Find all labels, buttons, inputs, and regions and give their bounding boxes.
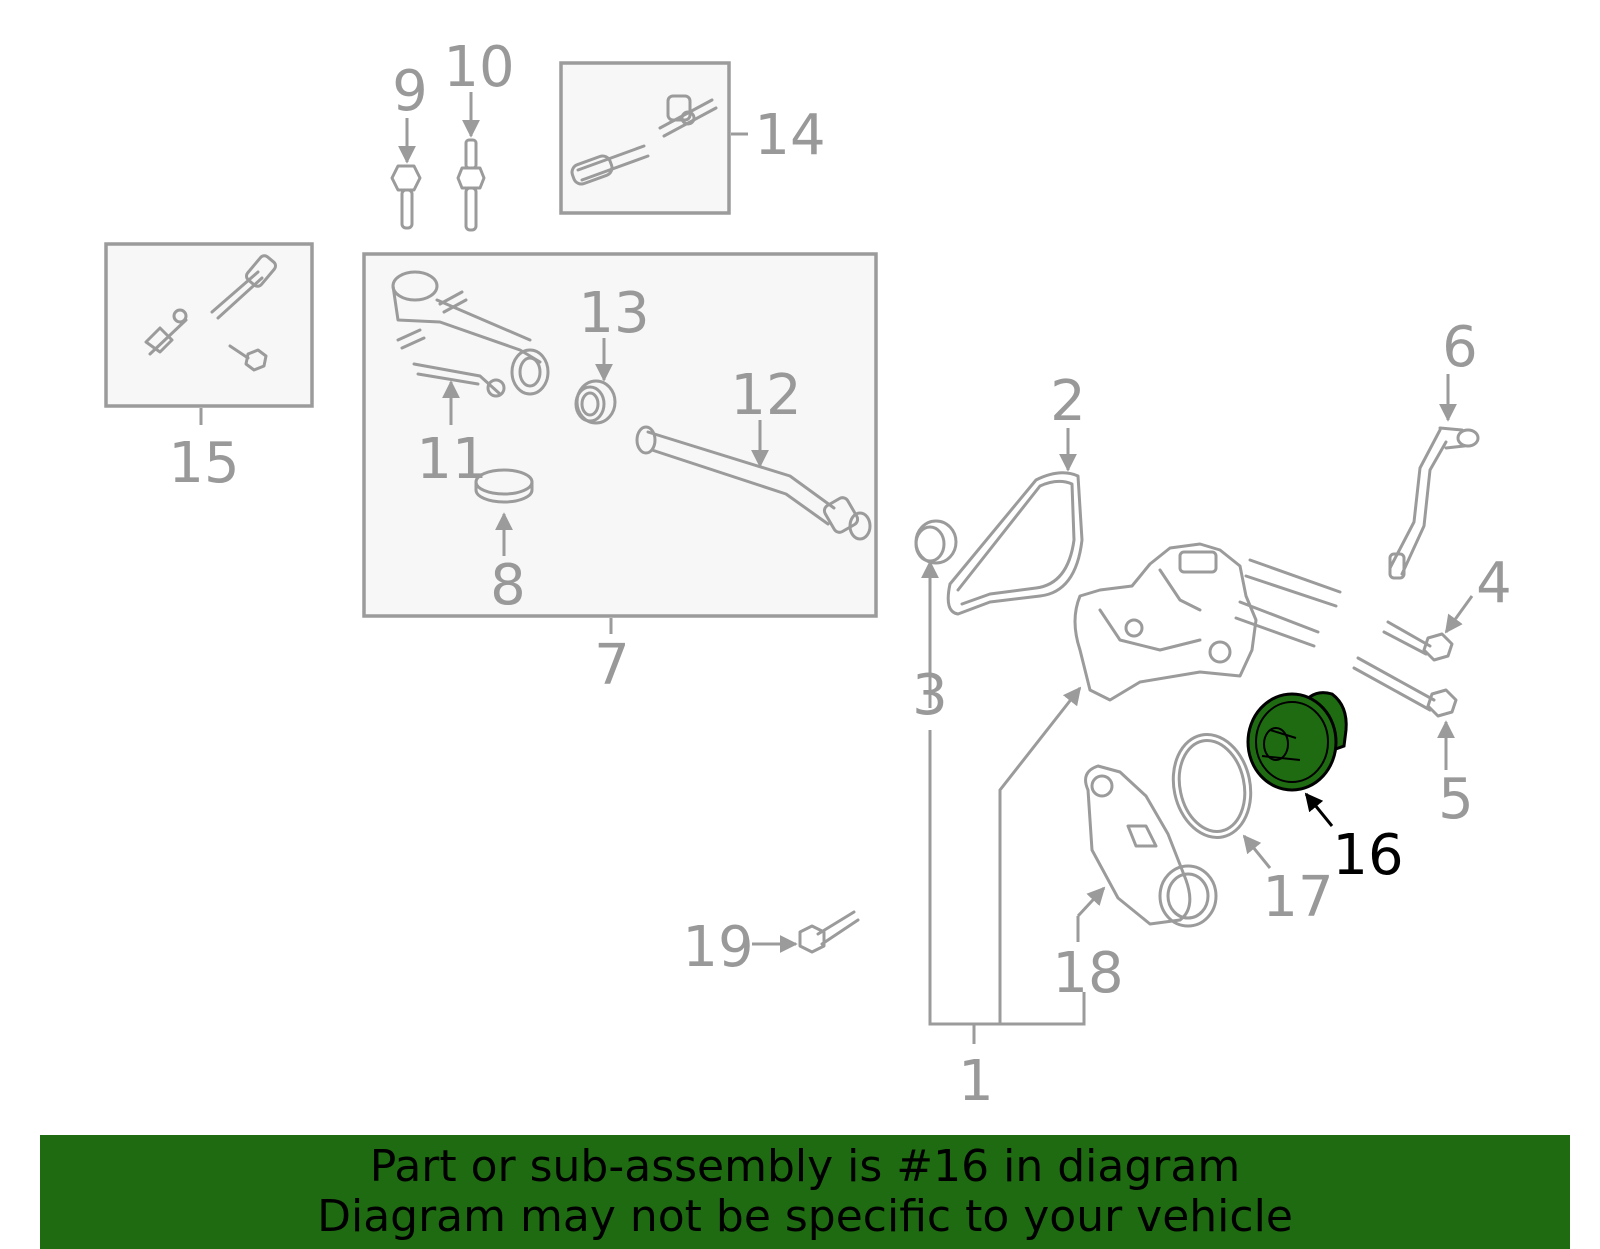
callout-12: 12 (730, 363, 801, 428)
callout-1: 1 (958, 1049, 994, 1114)
part-12-tube (635, 425, 872, 541)
part-1-thermostat-housing (1073, 542, 1342, 702)
part-4-bolt (1382, 620, 1454, 662)
group-box-14 (559, 61, 731, 215)
part-11-outlet-pipe (391, 270, 550, 398)
group-box-15 (104, 242, 314, 408)
callout-15: 15 (168, 431, 239, 496)
callout-6: 6 (1442, 315, 1478, 380)
leader-4 (1444, 595, 1474, 634)
part-15-hardware (144, 254, 277, 372)
callout-9: 9 (392, 59, 428, 124)
callout-5: 5 (1438, 767, 1474, 832)
part-9-bolt (390, 164, 422, 230)
callout-2: 2 (1050, 369, 1086, 434)
part-8-seal (474, 468, 534, 504)
part-14-hardware (570, 94, 718, 186)
leader-16 (1304, 792, 1334, 827)
part-19-bolt (798, 910, 860, 954)
callout-18: 18 (1052, 941, 1123, 1006)
part-18-water-outlet (1084, 764, 1218, 928)
part-3-seal (914, 519, 958, 565)
callout-17: 17 (1262, 865, 1333, 930)
callout-13: 13 (578, 281, 649, 346)
banner-line-1: Part or sub-assembly is #16 in diagram (369, 1141, 1241, 1192)
part-17-o-ring (1171, 733, 1253, 839)
leader-1 (921, 560, 1086, 1044)
banner-line-2: Diagram may not be specific to your vehi… (317, 1191, 1293, 1242)
callout-7: 7 (594, 633, 630, 698)
part-2-gasket (946, 471, 1084, 616)
part-6-hose (1388, 426, 1480, 580)
leader-18-arrow (1076, 886, 1106, 918)
callout-4: 4 (1476, 551, 1512, 616)
leader-17 (1242, 834, 1272, 869)
part-5-bolt (1352, 656, 1458, 718)
callout-16[interactable]: 16 (1332, 823, 1403, 888)
info-banner: Part or sub-assembly is #16 in diagram D… (40, 1135, 1570, 1249)
callout-8: 8 (490, 553, 526, 618)
group-box-7 (362, 252, 878, 618)
callout-14: 14 (754, 103, 825, 168)
part-16-thermostat (1246, 691, 1348, 792)
callout-10: 10 (443, 35, 514, 100)
callout-3: 3 (912, 663, 948, 728)
callout-19: 19 (682, 915, 753, 980)
callout-11: 11 (416, 427, 487, 492)
part-10-stud (456, 138, 486, 232)
